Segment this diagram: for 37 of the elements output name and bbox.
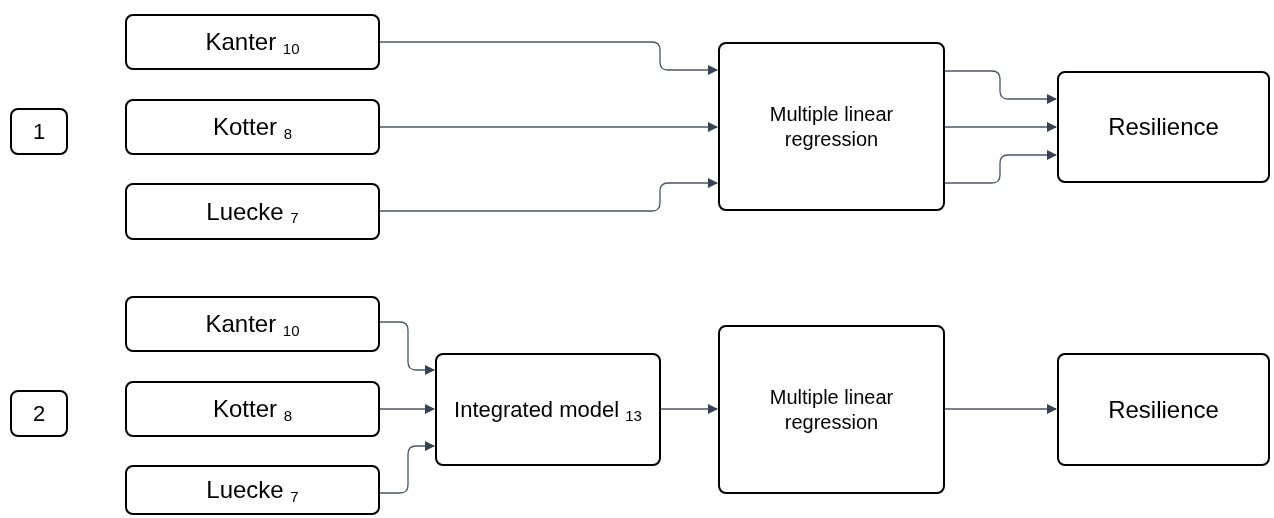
process-box bbox=[125, 296, 380, 352]
process-box bbox=[125, 381, 380, 437]
process-box bbox=[718, 42, 945, 211]
box-label: Resilience bbox=[1108, 394, 1219, 425]
process-box bbox=[125, 99, 380, 155]
arrow bbox=[379, 178, 718, 212]
box-label: 2 bbox=[32, 399, 46, 428]
box-label: Luecke $_{7}$ bbox=[206, 196, 299, 227]
box-label: Kotter $_{8}$ bbox=[212, 394, 292, 424]
process-box bbox=[125, 183, 380, 240]
box-label: Resilience bbox=[1108, 112, 1219, 142]
process-box bbox=[125, 14, 380, 70]
box-label: 1 bbox=[32, 117, 46, 146]
number-box bbox=[10, 108, 68, 155]
arrow bbox=[379, 41, 718, 75]
box-label: Luecke $_{7}$ bbox=[206, 475, 299, 505]
arrow bbox=[379, 404, 435, 414]
arrow bbox=[944, 70, 1057, 104]
box-label: Kanter $_{10}$ bbox=[205, 27, 300, 57]
number-box bbox=[10, 390, 68, 437]
box-label: Multiple linear regression bbox=[768, 101, 895, 152]
process-box bbox=[1057, 353, 1270, 466]
process-box bbox=[1057, 71, 1270, 183]
arrow bbox=[660, 404, 718, 414]
arrow bbox=[379, 321, 435, 375]
process-box bbox=[718, 325, 945, 494]
process-box bbox=[435, 353, 661, 466]
box-label: Kotter $_{8}$ bbox=[212, 112, 292, 142]
process-box bbox=[125, 465, 380, 515]
box-label: Kanter $_{10}$ bbox=[205, 309, 300, 339]
arrow bbox=[944, 150, 1057, 184]
arrow bbox=[379, 441, 435, 494]
box-label: Multiple linear regression bbox=[768, 384, 895, 435]
arrow bbox=[944, 404, 1057, 414]
box-label: Integrated model $_{13}$ bbox=[454, 395, 642, 424]
arrow bbox=[944, 122, 1057, 132]
arrow bbox=[379, 122, 718, 132]
